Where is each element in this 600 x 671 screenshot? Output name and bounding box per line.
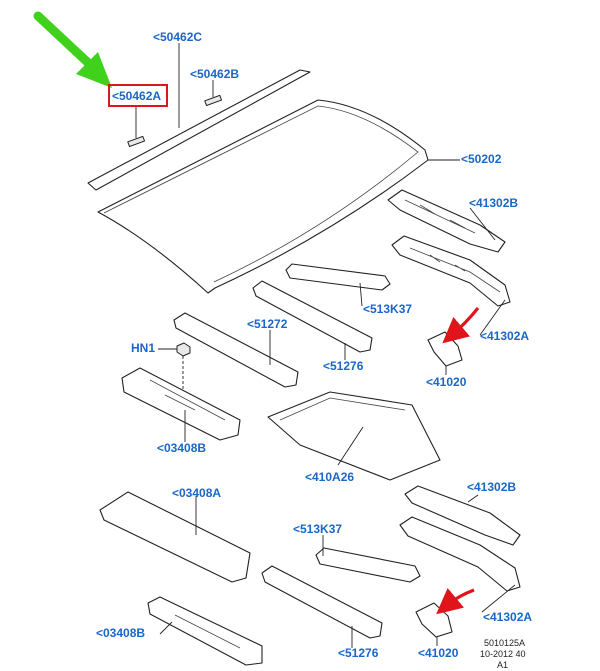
bracket-upper bbox=[427, 331, 463, 367]
roof-bow-center-2 bbox=[261, 565, 383, 639]
reinforcement-front bbox=[99, 491, 251, 583]
header-panel-lower bbox=[391, 235, 511, 307]
callout-03408B-bottom[interactable]: <03408B bbox=[96, 626, 145, 640]
callout-41020-bottom[interactable]: <41020 bbox=[418, 646, 459, 660]
roof-bow-rear bbox=[173, 312, 299, 388]
red-arrow-bottom bbox=[436, 587, 475, 615]
roof-bow-front bbox=[285, 263, 391, 291]
header-panel-lower-2 bbox=[399, 516, 521, 592]
callout-03408A[interactable]: <03408A bbox=[172, 486, 221, 500]
headliner bbox=[267, 391, 441, 481]
roof-bow-center bbox=[252, 280, 373, 353]
reinforcement-rear bbox=[147, 596, 263, 666]
highlight-box bbox=[108, 84, 168, 107]
header-panel-upper-2 bbox=[404, 485, 521, 546]
moulding-clip-b bbox=[204, 94, 223, 107]
bracket-lower bbox=[415, 602, 453, 638]
callout-41302A-bottom[interactable]: <41302A bbox=[483, 610, 532, 624]
moulding-clip-a bbox=[127, 135, 146, 148]
callout-03408B-mid[interactable]: <03408B bbox=[157, 441, 206, 455]
callout-51276-top[interactable]: <51276 bbox=[323, 359, 364, 373]
reference-line-1: 5010125A bbox=[484, 638, 525, 648]
callout-50462A[interactable]: <50462A bbox=[112, 89, 161, 103]
reference-line-2: 10-2012 40 bbox=[480, 649, 526, 659]
roof-bow-front-2 bbox=[315, 547, 421, 583]
leader-lines bbox=[135, 43, 516, 648]
callout-41302A-top[interactable]: <41302A bbox=[480, 329, 529, 343]
callout-513K37-top[interactable]: <513K37 bbox=[363, 302, 412, 316]
callout-41302B-top[interactable]: <41302B bbox=[469, 196, 518, 210]
callout-50462C[interactable]: <50462C bbox=[153, 30, 202, 44]
callout-50462B[interactable]: <50462B bbox=[190, 67, 239, 81]
callout-410A26[interactable]: <410A26 bbox=[305, 470, 354, 484]
callout-41020-top[interactable]: <41020 bbox=[426, 375, 467, 389]
callout-HN1[interactable]: HN1 bbox=[131, 341, 155, 355]
roof-panel bbox=[97, 99, 429, 294]
callout-50202[interactable]: <50202 bbox=[461, 152, 502, 166]
reference-line-3: A1 bbox=[497, 660, 508, 670]
callout-51272[interactable]: <51272 bbox=[247, 317, 288, 331]
red-arrow-top bbox=[442, 307, 480, 344]
callout-41302B-bottom[interactable]: <41302B bbox=[467, 480, 516, 494]
green-arrow-icon bbox=[33, 11, 112, 88]
callout-51276-bottom[interactable]: <51276 bbox=[338, 646, 379, 660]
callout-513K37-bottom[interactable]: <513K37 bbox=[293, 522, 342, 536]
reinforcement-mid bbox=[121, 367, 241, 441]
roof-moulding-strip bbox=[87, 69, 311, 191]
